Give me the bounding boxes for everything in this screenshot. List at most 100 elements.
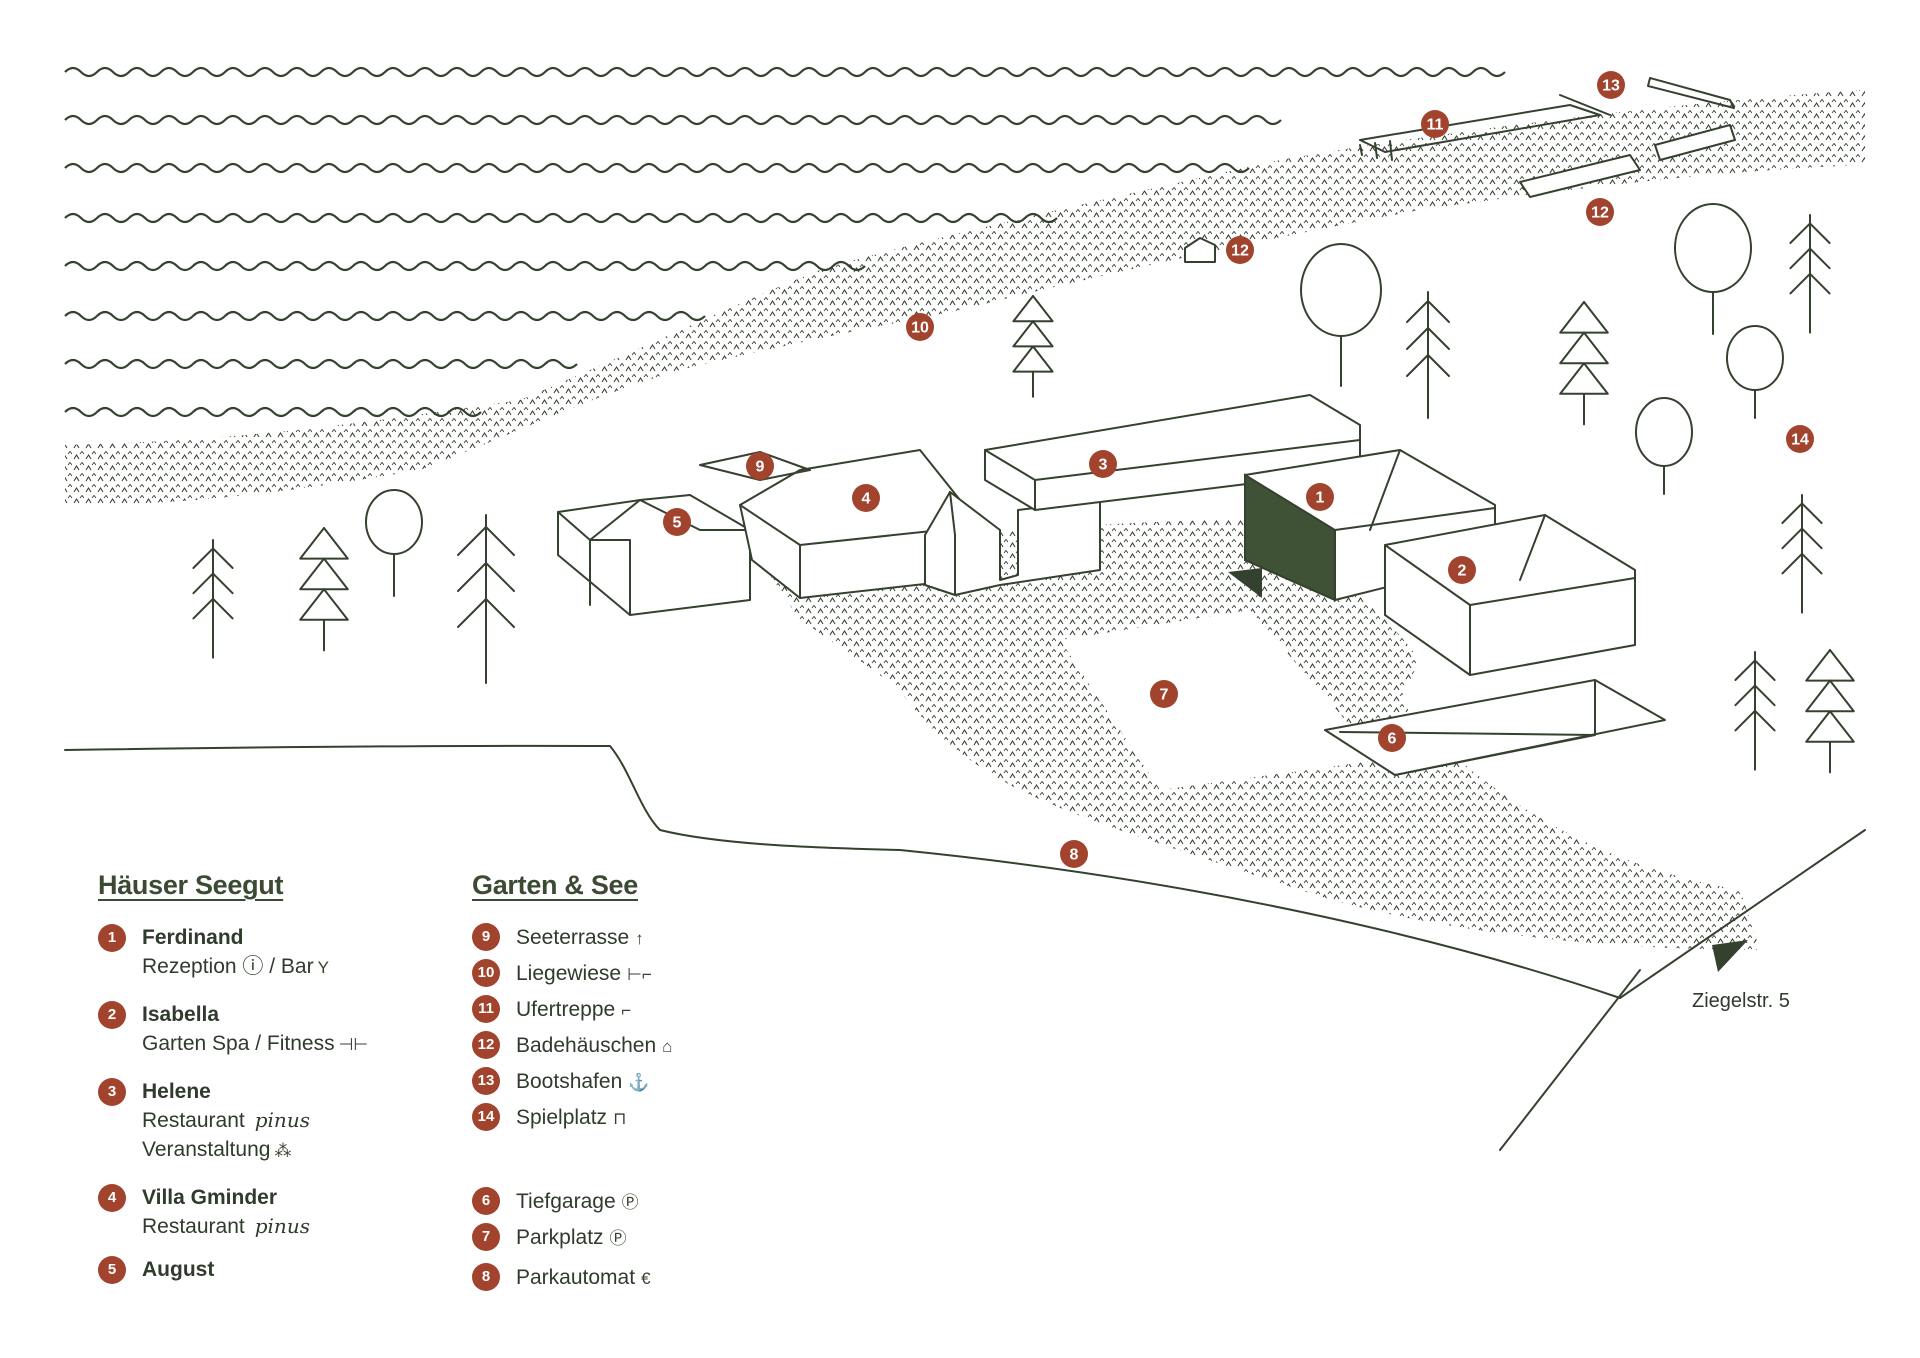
map-marker: 14 (1786, 425, 1814, 453)
spruce-tree (1559, 301, 1609, 426)
address-arrow (1712, 940, 1748, 972)
legend-num: 7 (472, 1223, 500, 1251)
legend-item-badehaeuschen: 12 Badehäuschen⌂ (472, 1031, 672, 1067)
svg-text:14: 14 (1791, 432, 1809, 449)
map-marker: 4 (852, 484, 880, 512)
svg-text:10: 10 (911, 320, 929, 337)
svg-text:8: 8 (1070, 847, 1079, 864)
svg-text:9: 9 (756, 459, 765, 476)
wave-line (64, 162, 1250, 174)
wave-line (64, 260, 866, 272)
pine-tree (192, 539, 234, 659)
legend-num: 3 (98, 1078, 126, 1106)
euro-icon: € (641, 1269, 651, 1288)
map-marker: 2 (1448, 556, 1476, 584)
legend-sub: Restaurant (142, 1215, 245, 1238)
legend-label: Ufertreppe (516, 998, 616, 1021)
round-tree (1300, 243, 1382, 387)
road-south (1499, 969, 1641, 1151)
legend-name: Helene (142, 1080, 211, 1103)
pine-tree (1789, 214, 1831, 334)
legend-label: Liegewiese (516, 962, 622, 985)
legend-garden-title: Garten & See (472, 870, 638, 900)
parking-lot-inner (1119, 644, 1301, 761)
svg-text:12: 12 (1231, 243, 1249, 260)
map-marker: 12 (1226, 236, 1254, 264)
legend-name: Isabella (142, 1003, 220, 1026)
svg-text:11: 11 (1427, 117, 1444, 134)
legend-num: 13 (472, 1067, 500, 1095)
map-marker: 10 (906, 313, 934, 341)
legend-item-seeterrasse: 9 Seeterrasse↑ (472, 923, 672, 959)
pine-tree (1406, 291, 1450, 419)
legend-label: Spielplatz (516, 1106, 608, 1129)
legend-sub: Veranstaltung (142, 1138, 271, 1161)
legend-num: 9 (472, 923, 500, 951)
wave-line (64, 406, 482, 418)
map-marker: 9 (746, 452, 774, 480)
map-marker: 11 (1421, 110, 1449, 138)
map-marker: 3 (1089, 450, 1117, 478)
svg-text:13: 13 (1602, 78, 1620, 95)
svg-text:5: 5 (673, 515, 682, 532)
legend-num: 1 (98, 924, 126, 952)
legend-num: 14 (472, 1103, 500, 1131)
legend-num: 11 (472, 995, 500, 1023)
pinus-logo: pinus (254, 1214, 310, 1238)
legend-num: 2 (98, 1001, 126, 1029)
wave-line (64, 310, 706, 322)
svg-text:1: 1 (1316, 490, 1325, 507)
dumbbell-icon: ⊣⊢ (338, 1035, 369, 1054)
legend-garden: Garten & See 9 Seeterrasse↑ 10 Liegewies… (472, 870, 672, 1299)
svg-text:2: 2 (1458, 563, 1467, 580)
wave-line (64, 114, 1282, 126)
legend-name: Ferdinand (142, 926, 244, 949)
event-icon: ⁂ (274, 1141, 292, 1160)
legend-item-bootshafen: 13 Bootshafen⚓ (472, 1067, 672, 1103)
round-tree (365, 489, 423, 597)
building-tiefgarage (1324, 679, 1666, 776)
legend-name: Villa Gminder (142, 1186, 277, 1209)
legend-num: 12 (472, 1031, 500, 1059)
cocktail-icon: Y (317, 958, 329, 977)
legend-item-liegewiese: 10 Liegewiese⊢⌐ (472, 959, 672, 995)
legend-sub: Restaurant (142, 1109, 245, 1132)
svg-text:12: 12 (1591, 205, 1609, 222)
map-marker: 8 (1060, 840, 1088, 868)
map-marker: 13 (1597, 71, 1625, 99)
legend-sub: Garten Spa / Fitness (142, 1032, 335, 1055)
bathhouse-small (1184, 237, 1216, 263)
legend-num: 6 (472, 1187, 500, 1215)
map-marker: 12 (1586, 198, 1614, 226)
legend-item-isabella: 2 Isabella Garten Spa / Fitness⊣⊢ (98, 1000, 368, 1059)
wave-line (64, 358, 578, 370)
map-marker: 5 (663, 508, 691, 536)
building-isabella (1384, 514, 1636, 676)
legend-label: Bootshafen (516, 1070, 623, 1093)
legend-label: Tiefgarage (516, 1190, 616, 1213)
legend-sub: Rezeption ⓘ / Bar (142, 955, 314, 978)
legend-item-spielplatz: 14 Spielplatz ⊓ (472, 1103, 672, 1139)
pine-tree (457, 514, 515, 684)
map-marker: 1 (1306, 483, 1334, 511)
map-marker: 7 (1150, 680, 1178, 708)
legend-num: 8 (472, 1263, 500, 1291)
trees (192, 203, 1855, 774)
svg-text:3: 3 (1099, 457, 1108, 474)
svg-text:4: 4 (862, 491, 871, 508)
address-label: Ziegelstr. 5 (1692, 990, 1790, 1012)
map-marker: 6 (1378, 724, 1406, 752)
playground-icon: ⊓ (613, 1109, 627, 1128)
spruce-tree (1805, 649, 1855, 774)
legend-num: 10 (472, 959, 500, 987)
wave-line (64, 66, 1506, 78)
entrance-arrow (1228, 568, 1262, 598)
legend-item-parkautomat: 8 Parkautomat€ (472, 1263, 672, 1299)
stairs-icon: ⌐ (621, 1001, 632, 1020)
svg-text:6: 6 (1388, 731, 1397, 748)
legend-houses: Häuser Seegut 1 Ferdinand Rezeption ⓘ / … (98, 870, 368, 1298)
